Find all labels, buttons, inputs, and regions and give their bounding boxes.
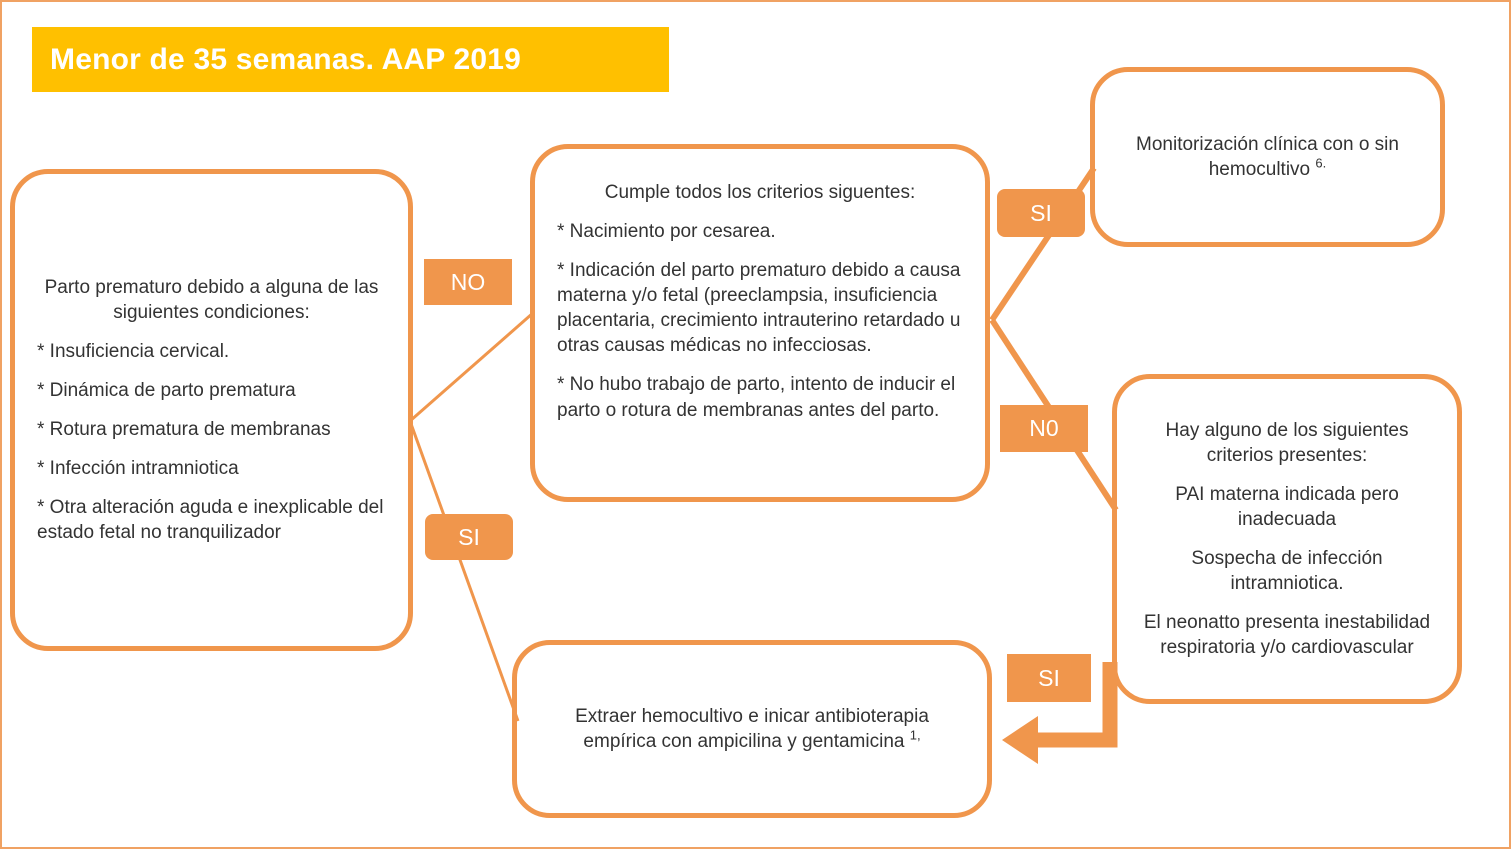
criteria-item: * No hubo trabajo de parto, intento de i… (557, 374, 956, 421)
box-heading: Cumple todos los criterios siguentes: (604, 182, 916, 203)
box-all-criteria: Cumple todos los criterios siguentes: * … (530, 144, 990, 502)
label-no-right: N0 (1000, 405, 1088, 452)
title-banner: Menor de 35 semanas. AAP 2019 (32, 27, 669, 92)
connector-no-left (409, 311, 534, 423)
condition-item: * Infección intramniotica (37, 458, 239, 480)
label-si-left: SI (425, 514, 513, 560)
box-any-criteria: Hay alguno de los siguientes criterios p… (1112, 374, 1462, 704)
criteria-item: * Indicación del parto prematuro debido … (557, 260, 961, 357)
connector-si-left (408, 420, 520, 722)
box-clinical-monitoring: Monitorización clínica con o sin hemocul… (1090, 67, 1445, 247)
label-si-bottom: SI (1007, 654, 1091, 702)
condition-item: * Otra alteración aguda e inexplicable d… (37, 497, 384, 544)
box-antibiotic-action: Extraer hemocultivo e inicar antibiotera… (512, 640, 992, 818)
page-title: Menor de 35 semanas. AAP 2019 (50, 42, 522, 76)
box-premature-conditions: Parto prematuro debido a alguna de las s… (10, 169, 413, 651)
label-no-left: NO (424, 259, 512, 305)
criteria-item: * Nacimiento por cesarea. (557, 221, 776, 243)
box-heading: Hay alguno de los siguientes criterios p… (1165, 419, 1409, 466)
criteria-item: PAI materna indicada pero inadecuada (1175, 483, 1399, 530)
monitoring-text: Monitorización clínica con o sin hemocul… (1136, 133, 1399, 180)
label-si-top: SI (997, 189, 1085, 237)
condition-item: * Rotura prematura de membranas (37, 419, 331, 440)
footnote-ref: 6. (1315, 155, 1327, 171)
box-heading: Parto prematuro debido a alguna de las s… (44, 276, 379, 323)
criteria-item: Sospecha de infección intramniotica. (1191, 548, 1383, 595)
footnote-ref: 1, (909, 727, 921, 743)
criteria-item: El neonatto presenta inestabilidad respi… (1143, 612, 1431, 659)
condition-item: * Dinámica de parto prematura (37, 379, 296, 401)
arrow-head (1002, 716, 1038, 764)
condition-item: * Insuficiencia cervical. (37, 340, 230, 362)
action-text: Extraer hemocultivo e inicar antibiotera… (575, 705, 929, 752)
